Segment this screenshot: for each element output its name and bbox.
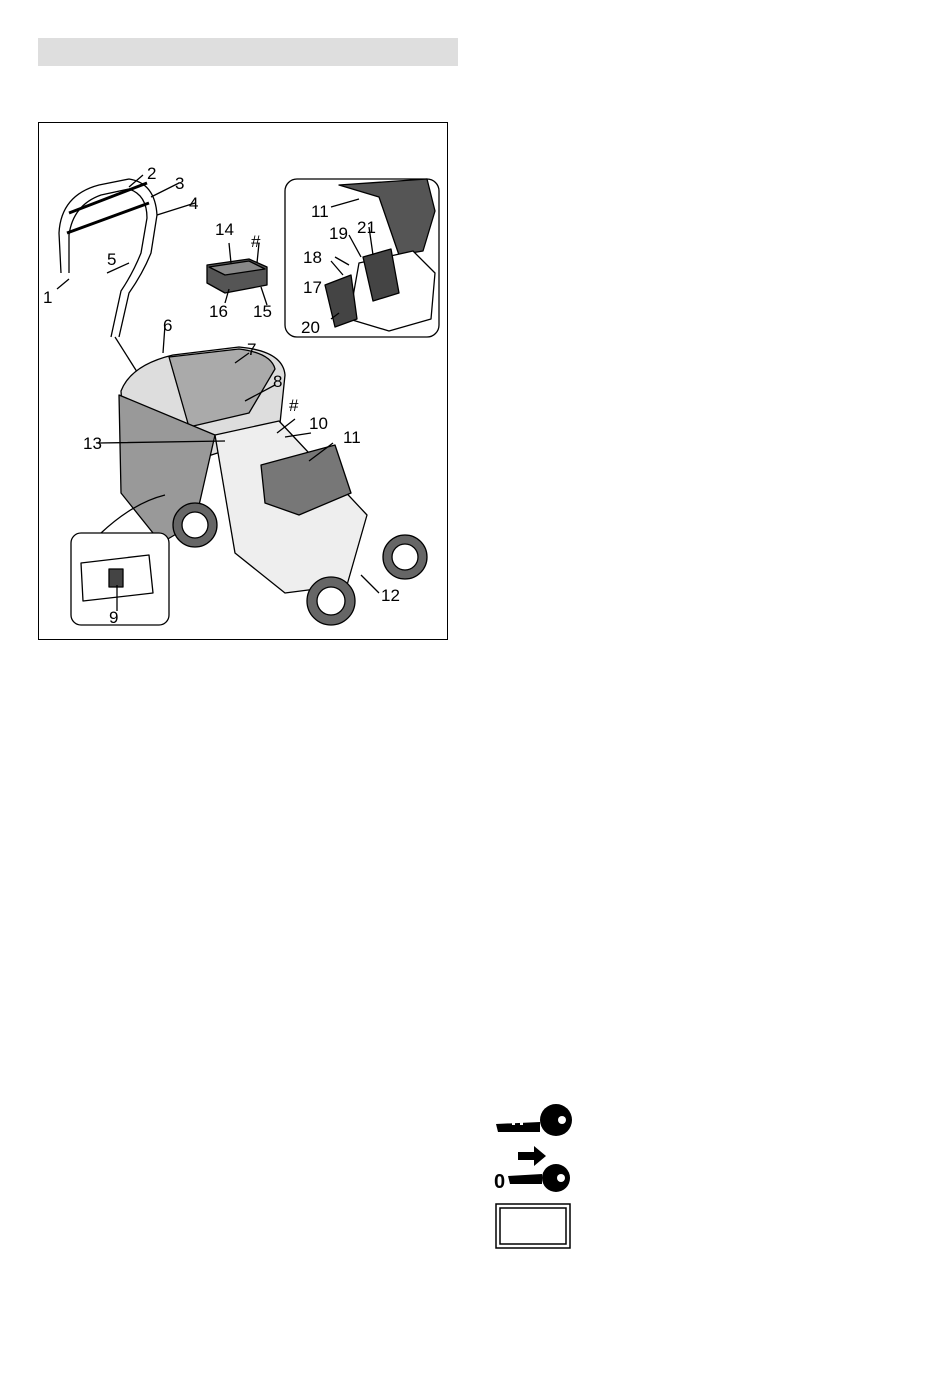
callout-13: 13 — [83, 434, 102, 453]
callout-19: 19 — [329, 224, 348, 243]
callout-3: 3 — [175, 174, 184, 193]
zero-label: 0 — [494, 1171, 505, 1193]
callout-17: 17 — [303, 278, 322, 297]
callout-1: 1 — [43, 288, 52, 307]
detail-key-slot — [109, 569, 123, 587]
symbol-column: 0 — [490, 1100, 580, 1260]
callout-8: 8 — [273, 372, 282, 391]
callout-14: 14 — [215, 220, 234, 239]
callout-12: 12 — [381, 586, 400, 605]
mower-overview-figure: 1 2 3 4 5 6 7 8 # 10 11 13 12 9 14 # 16 … — [38, 122, 448, 640]
front-wheel-left-hub — [317, 587, 345, 615]
zero-arrow-key-icon: 0 — [494, 1146, 570, 1193]
handle-tube — [115, 337, 139, 375]
handle-grip — [67, 183, 149, 233]
callout-20: 20 — [301, 318, 320, 337]
callout-10: 10 — [309, 414, 328, 433]
callout-hash-main: # — [289, 396, 299, 415]
callout-9: 9 — [109, 608, 118, 627]
callout-2: 2 — [147, 164, 156, 183]
callout-4: 4 — [189, 194, 198, 213]
callout-15: 15 — [253, 302, 272, 321]
section-header-bar — [38, 38, 458, 66]
callout-hash-battery: # — [251, 232, 261, 251]
key-icon — [496, 1104, 572, 1136]
front-wheel-right-hub — [392, 544, 418, 570]
symbol-legend: 0 — [490, 1100, 580, 1260]
callout-5: 5 — [107, 250, 116, 269]
callout-inset-11: 11 — [311, 202, 329, 221]
callout-6: 6 — [163, 316, 172, 335]
callout-7: 7 — [247, 340, 256, 359]
rear-wheel-hub — [182, 512, 208, 538]
callout-18: 18 — [303, 248, 322, 267]
arrow-right-icon — [518, 1146, 546, 1166]
blank-box-icon — [496, 1204, 570, 1248]
callout-21: 21 — [357, 218, 376, 237]
callout-11: 11 — [343, 428, 361, 447]
callout-16: 16 — [209, 302, 228, 321]
mower-illustration: 1 2 3 4 5 6 7 8 # 10 11 13 12 9 14 # 16 … — [39, 123, 449, 641]
